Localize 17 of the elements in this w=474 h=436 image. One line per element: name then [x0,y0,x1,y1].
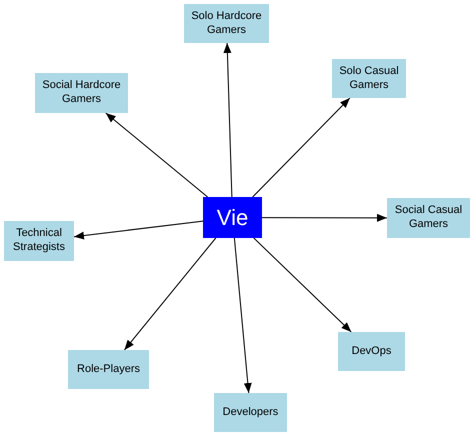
category-box: Solo Hardcore Gamers [184,4,269,43]
hub-box: Vie [203,197,262,238]
category-box: Technical Strategists [4,221,74,261]
arrow [262,214,388,222]
category-box: Developers [214,393,287,432]
category-box: DevOps [338,332,405,371]
arrow [124,238,216,350]
category-box: Role-Players [68,350,149,389]
arrow [252,98,350,198]
arrow [234,238,252,394]
category-box: Solo Casual Gamers [332,59,406,98]
arrow [74,220,204,240]
category-box: Social Casual Gamers [387,198,470,238]
arrow [223,42,232,198]
arrow [253,238,352,332]
arrow [105,112,208,198]
category-box: Social Hardcore Gamers [35,73,128,113]
